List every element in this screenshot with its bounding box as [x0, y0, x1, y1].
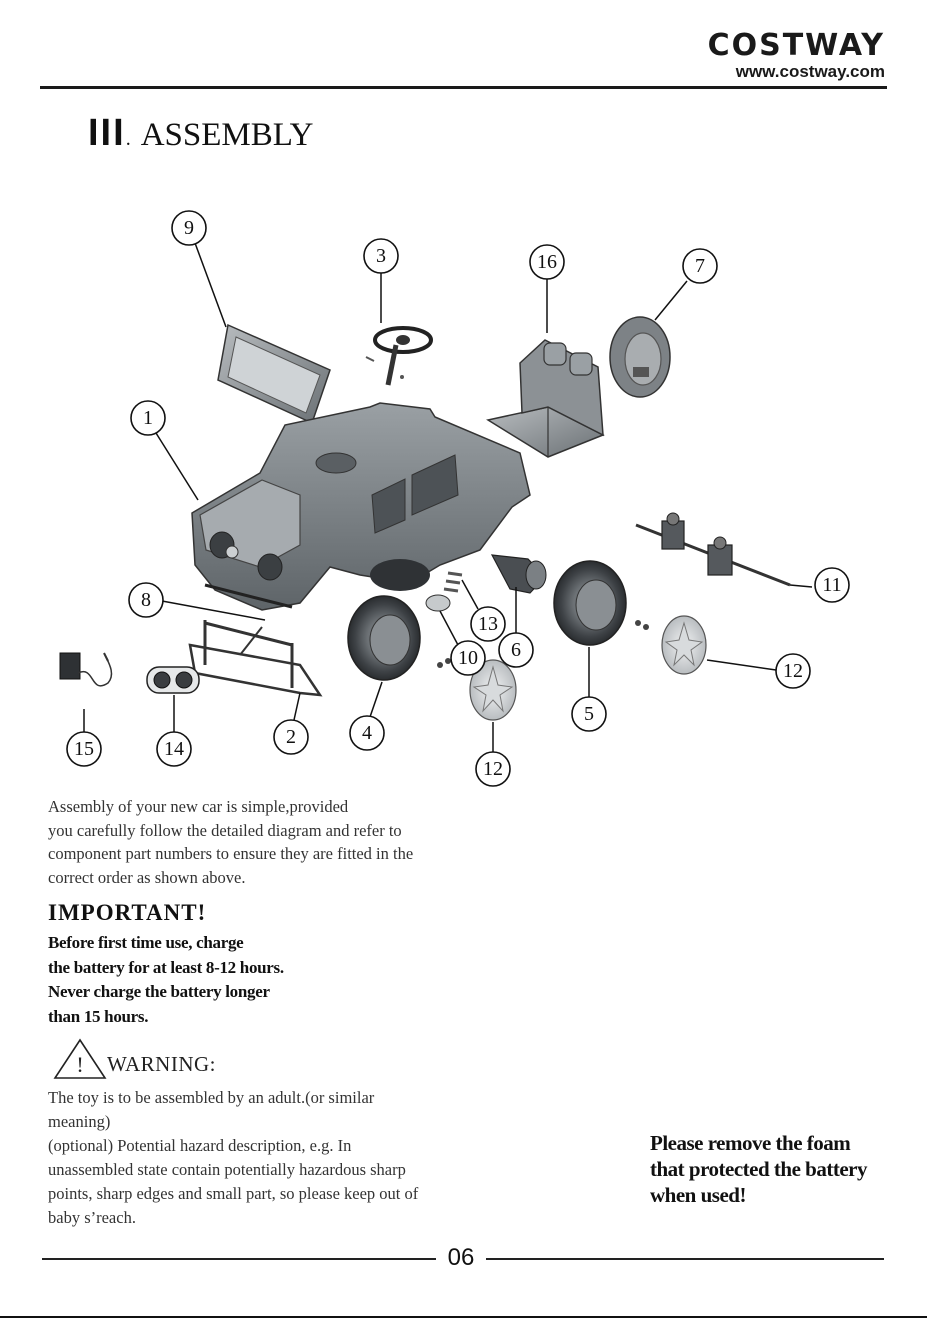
callout-9: 9	[171, 210, 207, 246]
callout-7-label: 7	[695, 255, 705, 277]
important-line: Never charge the battery longer	[48, 982, 270, 1001]
callout-3: 3	[363, 238, 399, 274]
section-title: III. ASSEMBLY	[88, 112, 313, 155]
important-line: the battery for at least 8-12 hours.	[48, 957, 284, 977]
intro-line: Assembly of your new car is simple,provi…	[48, 797, 349, 816]
rear-wheel-part	[553, 560, 649, 646]
callout-6-label: 6	[511, 639, 521, 661]
warning-line: meaning)	[48, 1112, 111, 1131]
callout-2-label: 2	[286, 726, 296, 748]
windshield-part	[217, 323, 331, 425]
rear-axle-part	[635, 512, 791, 587]
warning-line: baby s’reach.	[48, 1208, 136, 1227]
callout-16-label: 16	[537, 251, 557, 273]
callout-11-label: 11	[822, 574, 841, 596]
callout-1: 1	[130, 400, 166, 436]
callout-8-label: 8	[141, 589, 151, 611]
foam-note-line: that protected the battery	[650, 1157, 867, 1181]
callout-12-lower: 12	[475, 751, 511, 787]
steering-wheel-part	[365, 326, 433, 386]
car-body-part	[191, 402, 531, 611]
callout-3-label: 3	[376, 245, 386, 267]
intro-line: you carefully follow the detailed diagra…	[48, 820, 402, 840]
intro-line: component part numbers to ensure they ar…	[48, 844, 414, 863]
brand-url: www.costway.com	[735, 62, 885, 81]
bolts-part	[443, 571, 463, 593]
callout-4: 4	[349, 715, 385, 751]
callout-12-lower-label: 12	[483, 758, 503, 780]
callout-2: 2	[273, 719, 309, 755]
callout-6: 6	[498, 632, 534, 668]
warning-line: points, sharp edges and small part, so p…	[48, 1184, 419, 1203]
hub-cap-part-right	[661, 615, 707, 675]
callout-11: 11	[814, 567, 850, 603]
footer-rule-right	[486, 1258, 884, 1260]
brand-logo: COSTWAY	[707, 28, 885, 63]
callout-16: 16	[529, 244, 565, 280]
callout-5: 5	[571, 696, 607, 732]
spare-tire-cover-part	[609, 316, 671, 398]
warning-line: unassembled state contain potentially ha…	[48, 1160, 406, 1179]
charger-part	[59, 652, 113, 687]
page-number: 06	[447, 1244, 475, 1271]
section-dot: .	[125, 128, 131, 150]
hub-cap-part-lower	[469, 659, 517, 721]
callout-14: 14	[156, 731, 192, 767]
callout-4-label: 4	[362, 722, 372, 744]
important-notice: Before first time use, charge the batter…	[48, 931, 368, 1029]
page-bottom-edge	[0, 1316, 927, 1318]
seat-part	[486, 339, 605, 458]
warning-symbol: !	[76, 1052, 83, 1077]
callout-1-label: 1	[143, 407, 153, 429]
callout-15-label: 15	[74, 738, 94, 760]
bumper-frame-part	[188, 620, 323, 697]
important-heading: IMPORTANT!	[48, 900, 207, 925]
assembly-intro: Assembly of your new car is simple,provi…	[48, 795, 488, 889]
callout-9-label: 9	[184, 217, 194, 239]
important-line: than 15 hours.	[48, 1006, 149, 1026]
remote-control-part	[146, 666, 200, 694]
intro-line: correct order as shown above.	[48, 867, 246, 887]
light-cap-part	[425, 594, 451, 668]
callout-7: 7	[682, 248, 718, 284]
callout-13-label: 13	[478, 613, 498, 635]
callout-8: 8	[128, 582, 164, 618]
callout-5-label: 5	[584, 703, 594, 725]
pedal-gearbox-part	[490, 554, 547, 594]
leader-lines	[83, 242, 813, 752]
callout-13: 13	[470, 606, 506, 642]
important-line: Before first time use, charge	[48, 933, 244, 952]
callout-12-right: 12	[775, 653, 811, 689]
section-number: III	[88, 112, 126, 154]
warning-heading: WARNING:	[107, 1052, 216, 1076]
header-rule	[40, 86, 887, 89]
section-heading: ASSEMBLY	[140, 117, 314, 153]
callout-12-right-label: 12	[783, 660, 803, 682]
warning-line: (optional) Potential hazard description,…	[48, 1136, 352, 1155]
brand-header: COSTWAY www.costway.com	[708, 30, 885, 82]
callout-14-label: 14	[164, 738, 184, 760]
callout-15: 15	[66, 731, 102, 767]
callout-10: 10	[450, 640, 486, 676]
warning-line: The toy is to be assembled by an adult.(…	[48, 1088, 375, 1107]
exploded-assembly-diagram: 9 3 16 7 1 8 11 13 10 6 12 12 5 4 2 15 1…	[59, 210, 850, 787]
warning-triangle-icon: !	[53, 1038, 107, 1079]
footer-rule-left	[42, 1258, 436, 1260]
foam-removal-note: Please remove the foam that protected th…	[650, 1130, 900, 1208]
foam-note-line: when used!	[650, 1183, 746, 1207]
foam-note-line: Please remove the foam	[650, 1131, 851, 1155]
callout-10-label: 10	[458, 647, 478, 669]
warning-text: The toy is to be assembled by an adult.(…	[48, 1086, 488, 1230]
front-wheel-part	[347, 595, 421, 681]
